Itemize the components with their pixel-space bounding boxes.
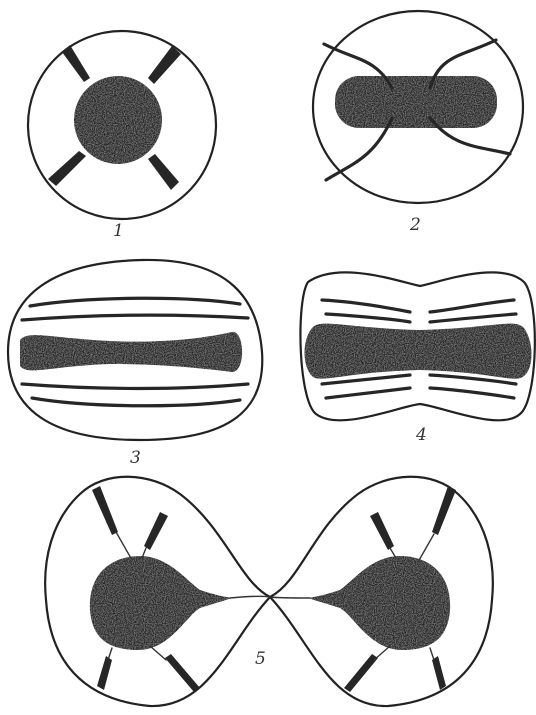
figure-3: 3 [8, 260, 262, 468]
figure-5-strand-left-3 [108, 648, 112, 660]
figure-5-strand-right-1 [418, 534, 434, 562]
figure-3-fiber-1 [30, 298, 240, 306]
figure-1-nucleus [74, 76, 162, 164]
figure-1: 1 [28, 31, 216, 241]
figure-4-fiber-1 [322, 300, 410, 312]
figure-5-spindle-left-top [92, 486, 118, 535]
figure-3-nucleus [20, 332, 242, 372]
figure-5-left-nucleus [90, 556, 232, 650]
figure-5-label: 5 [255, 649, 266, 669]
figure-2-nucleus [335, 76, 497, 128]
figure-5-spindle-right-top [432, 486, 456, 535]
figure-4-nucleus [305, 324, 532, 379]
figure-5-right-nucleus [308, 556, 450, 650]
figure-5-strand-right-4 [374, 646, 390, 660]
figure-5-spindle-left-upper [144, 512, 168, 550]
figure-5-strand-right-2 [390, 548, 396, 558]
figure-5-spindle-right-lower [344, 654, 378, 692]
figure-5-spindle-right-upper [370, 512, 394, 550]
figure-4-fiber-3 [326, 314, 410, 322]
figure-3-fiber-2 [22, 315, 248, 320]
figure-4-fiber-7 [326, 388, 410, 398]
figure-5-spindle-left-lower [165, 654, 200, 692]
figure-1-label: 1 [113, 221, 124, 241]
figure-3-label: 3 [130, 448, 141, 468]
figure-5-strand-left-1 [116, 532, 132, 560]
figure-5: 5 [45, 477, 493, 706]
figure-5-strand-left-4 [150, 646, 166, 660]
figure-4-label: 4 [415, 425, 427, 445]
figure-3-fiber-3 [22, 384, 248, 389]
figure-1-spindle-top-right [148, 46, 181, 84]
figure-5-spindle-right-bottom [432, 656, 446, 690]
figure-4-fiber-8 [430, 388, 514, 398]
figure-4-fiber-4 [430, 314, 516, 322]
figure-2: 2 [313, 11, 523, 235]
figure-4-fiber-2 [430, 300, 514, 312]
figure-5-spindle-left-bottom [97, 656, 112, 690]
figure-3-fiber-4 [32, 398, 240, 406]
figure-2-label: 2 [409, 215, 421, 235]
figure-1-spindle-bottom-left [48, 151, 86, 186]
figure-4: 4 [300, 272, 534, 445]
figure-5-strand-right-3 [430, 648, 434, 660]
figure-1-spindle-bottom-right [148, 154, 179, 190]
figure-1-spindle-top-left [62, 45, 90, 82]
